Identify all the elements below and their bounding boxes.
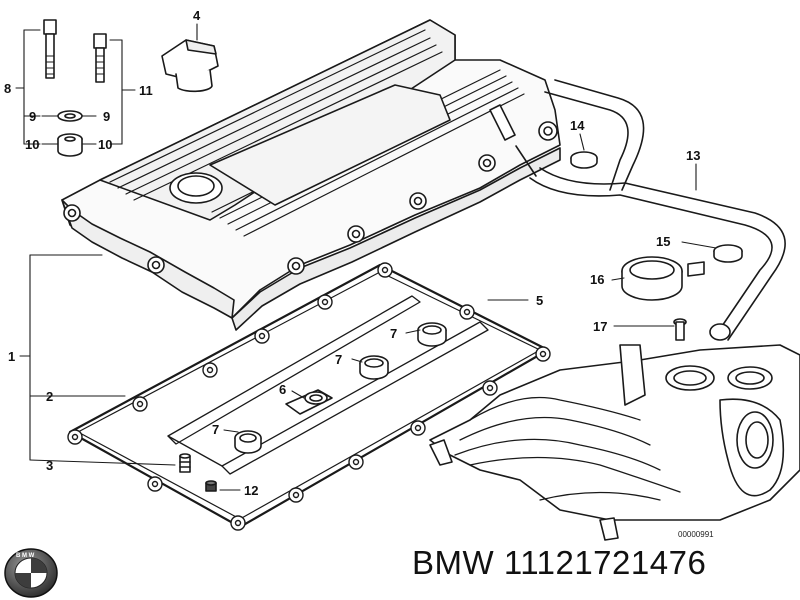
callout-4: 4 xyxy=(193,8,201,23)
valve-cover-gasket xyxy=(67,262,551,531)
callout-15: 15 xyxy=(656,234,670,249)
breather-hose xyxy=(515,79,786,341)
callout-7c: 7 xyxy=(390,326,397,341)
callout-6: 6 xyxy=(279,382,286,397)
callout-17: 17 xyxy=(593,319,607,334)
screw-seventeen xyxy=(673,318,687,341)
bolt-eleven xyxy=(93,33,107,83)
callout-labels: 1 2 3 4 5 6 7 7 7 8 9 9 10 10 11 12 13 1… xyxy=(4,8,714,539)
callout-7a: 7 xyxy=(212,422,219,437)
seal-six xyxy=(285,389,333,415)
pressure-valve xyxy=(621,256,705,301)
bmw-logo-icon: B M W xyxy=(4,548,58,598)
diagram-reference-code: 00000991 xyxy=(678,530,714,539)
leader-lines xyxy=(15,23,717,491)
callout-9a: 9 xyxy=(29,109,36,124)
callout-2: 2 xyxy=(46,389,53,404)
hose-clamp-fifteen xyxy=(713,244,743,263)
callout-5: 5 xyxy=(536,293,543,308)
callout-11: 11 xyxy=(139,83,153,98)
callout-14: 14 xyxy=(570,118,585,133)
spark-plug-seals xyxy=(234,322,447,454)
washers-nine xyxy=(57,110,83,122)
callout-7b: 7 xyxy=(335,352,342,367)
bolt-three xyxy=(179,453,191,473)
callout-10a: 10 xyxy=(25,137,39,152)
center-gasket xyxy=(167,295,489,475)
callout-8: 8 xyxy=(4,81,11,96)
callout-9b: 9 xyxy=(103,109,110,124)
callout-12: 12 xyxy=(244,483,258,498)
callout-1: 1 xyxy=(8,349,15,364)
bolt-eight xyxy=(43,19,57,79)
intake-manifold xyxy=(429,344,800,541)
callout-16: 16 xyxy=(590,272,604,287)
grommets-ten xyxy=(57,133,83,157)
valve-cover xyxy=(61,19,561,331)
oil-filler-cap xyxy=(161,39,219,93)
hose-clamp-fourteen xyxy=(570,151,598,169)
svg-text:B M W: B M W xyxy=(16,553,35,559)
callout-3: 3 xyxy=(46,458,53,473)
callout-13: 13 xyxy=(686,148,700,163)
brand-part-number: BMW 11121721476 xyxy=(412,544,707,581)
callout-10b: 10 xyxy=(98,137,112,152)
grommet-twelve xyxy=(205,480,217,492)
